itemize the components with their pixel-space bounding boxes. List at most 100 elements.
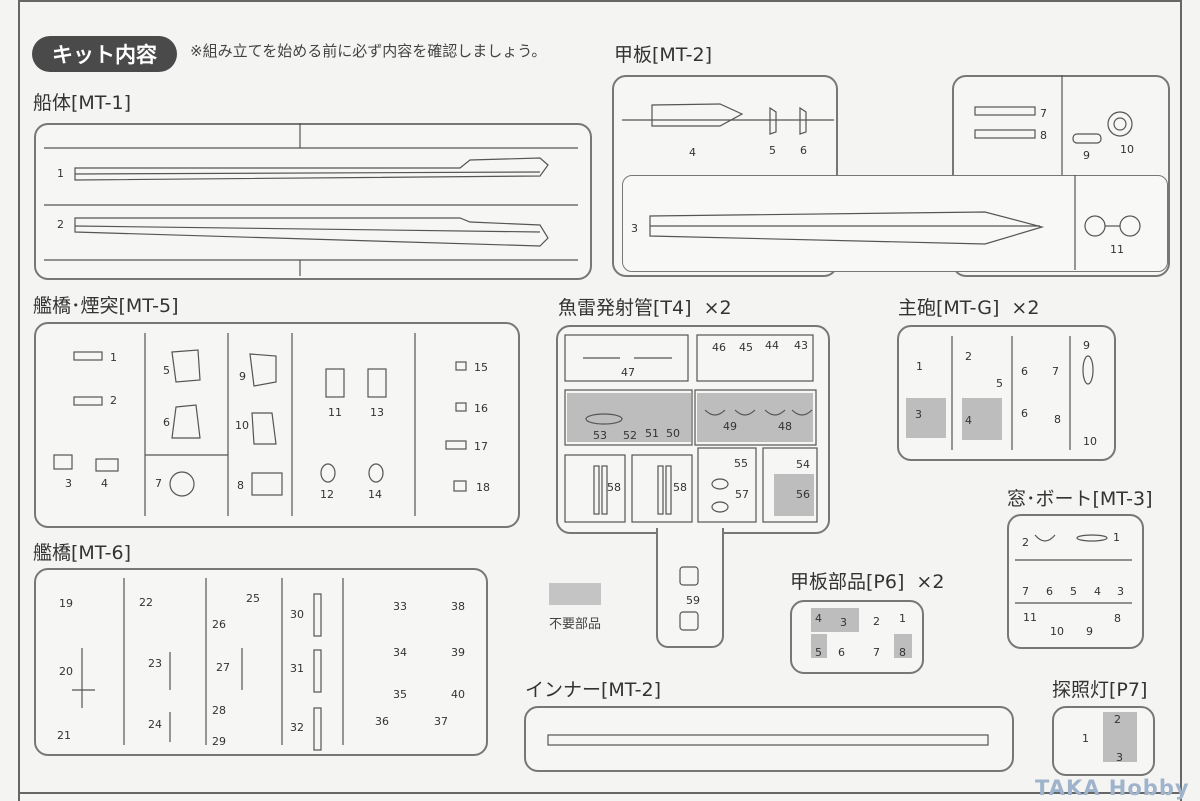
part-number: 20 xyxy=(59,665,73,678)
part-number: 1 xyxy=(1082,732,1089,745)
deck-parts-qty: ×2 xyxy=(916,571,945,593)
part-number: 33 xyxy=(393,600,407,613)
part-number: 29 xyxy=(212,735,226,748)
part-number: 10 xyxy=(1120,143,1134,156)
part-number: 37 xyxy=(434,715,448,728)
part-number: 2 xyxy=(57,218,64,231)
part-number: 11 xyxy=(328,406,342,419)
part-number: 11 xyxy=(1110,243,1124,256)
part-number: 3 xyxy=(915,408,922,421)
part-number: 34 xyxy=(393,646,407,659)
section-bridge-label: 艦橋[MT-6] xyxy=(33,542,132,564)
part-number: 36 xyxy=(375,715,389,728)
part-number: 47 xyxy=(621,366,635,379)
part-number: 53 xyxy=(593,429,607,442)
unused-area-gun-4 xyxy=(962,398,1002,440)
part-number: 1 xyxy=(110,351,117,364)
section-searchlight-label: 探照灯[P7] xyxy=(1052,679,1148,701)
kit-contents-title: キット内容 xyxy=(32,36,177,72)
part-number: 25 xyxy=(246,592,260,605)
section-deck-label: 甲板[MT-2] xyxy=(614,44,713,66)
part-number: 22 xyxy=(139,596,153,609)
unused-area-deck-parts-5 xyxy=(811,634,827,658)
part-number: 11 xyxy=(1023,611,1037,624)
part-number: 7 xyxy=(1052,365,1059,378)
part-number: 59 xyxy=(686,594,700,607)
sprue-inner xyxy=(524,706,1014,772)
part-number: 1 xyxy=(1113,531,1120,544)
part-number: 2 xyxy=(110,394,117,407)
torpedo-qty: ×2 xyxy=(703,297,732,319)
part-number: 49 xyxy=(723,420,737,433)
frame-right-line xyxy=(1180,0,1182,801)
part-number: 28 xyxy=(212,704,226,717)
part-number: 31 xyxy=(290,662,304,675)
part-number: 56 xyxy=(796,488,810,501)
part-number: 58 xyxy=(607,481,621,494)
part-number: 51 xyxy=(645,427,659,440)
frame-bottom-line xyxy=(18,792,1182,794)
part-number: 6 xyxy=(1021,365,1028,378)
part-number: 35 xyxy=(393,688,407,701)
section-deck-parts-label: 甲板部品[P6] ×2 xyxy=(790,567,944,594)
part-number: 9 xyxy=(239,370,246,383)
part-number: 17 xyxy=(474,440,488,453)
part-number: 1 xyxy=(57,167,64,180)
part-number: 39 xyxy=(451,646,465,659)
frame-left-line xyxy=(18,0,20,801)
unused-area-deck-parts-8 xyxy=(894,634,912,658)
part-number: 10 xyxy=(235,419,249,432)
part-number: 2 xyxy=(873,615,880,628)
part-number: 6 xyxy=(1046,585,1053,598)
sprue-main-gun xyxy=(897,325,1116,461)
part-number: 5 xyxy=(815,646,822,659)
main-gun-qty: ×2 xyxy=(1011,297,1040,319)
unused-parts-label: 不要部品 xyxy=(549,617,602,632)
deck-parts-name: 甲板部品[P6] xyxy=(790,571,905,593)
part-number: 55 xyxy=(734,457,748,470)
part-number: 8 xyxy=(899,646,906,659)
part-number: 8 xyxy=(1114,612,1121,625)
part-number: 9 xyxy=(1083,339,1090,352)
unused-area-gun-3 xyxy=(906,398,946,438)
unused-area-deck-parts-left xyxy=(811,608,859,632)
part-number: 10 xyxy=(1083,435,1097,448)
part-number: 3 xyxy=(631,222,638,235)
part-number: 14 xyxy=(368,488,382,501)
part-number: 7 xyxy=(1022,585,1029,598)
section-hull-label: 船体[MT-1] xyxy=(33,92,132,114)
part-number: 21 xyxy=(57,729,71,742)
section-inner-label: インナー[MT-2] xyxy=(525,679,662,701)
part-number: 4 xyxy=(965,414,972,427)
part-number: 15 xyxy=(474,361,488,374)
part-number: 5 xyxy=(996,377,1003,390)
part-number: 8 xyxy=(1054,413,1061,426)
part-number: 7 xyxy=(155,477,162,490)
frame-top-line xyxy=(18,0,1182,2)
part-number: 23 xyxy=(148,657,162,670)
section-torpedo-label: 魚雷発射管[T4] ×2 xyxy=(558,293,732,320)
sprue-hull xyxy=(34,123,592,280)
sprue-bridge xyxy=(34,568,488,756)
part-number: 30 xyxy=(290,608,304,621)
part-number: 9 xyxy=(1086,625,1093,638)
part-number: 32 xyxy=(290,721,304,734)
part-number: 4 xyxy=(689,146,696,159)
part-number: 4 xyxy=(101,477,108,490)
sprue-bridge-funnel xyxy=(34,322,520,528)
main-gun-name: 主砲[MT-G] xyxy=(898,297,1000,319)
part-number: 7 xyxy=(1040,107,1047,120)
section-bridge-funnel-label: 艦橋･煙突[MT-5] xyxy=(33,295,179,317)
part-number: 6 xyxy=(838,646,845,659)
sprue-window-boat xyxy=(1007,514,1144,649)
part-number: 45 xyxy=(739,341,753,354)
section-window-boat-label: 窓･ボート[MT-3] xyxy=(1007,488,1153,510)
part-number: 1 xyxy=(899,612,906,625)
part-number: 2 xyxy=(965,350,972,363)
torpedo-name: 魚雷発射管[T4] xyxy=(558,297,692,319)
sprue-torpedo-stem xyxy=(656,528,724,648)
part-number: 13 xyxy=(370,406,384,419)
part-number: 43 xyxy=(794,339,808,352)
part-number: 19 xyxy=(59,597,73,610)
part-number: 52 xyxy=(623,429,637,442)
